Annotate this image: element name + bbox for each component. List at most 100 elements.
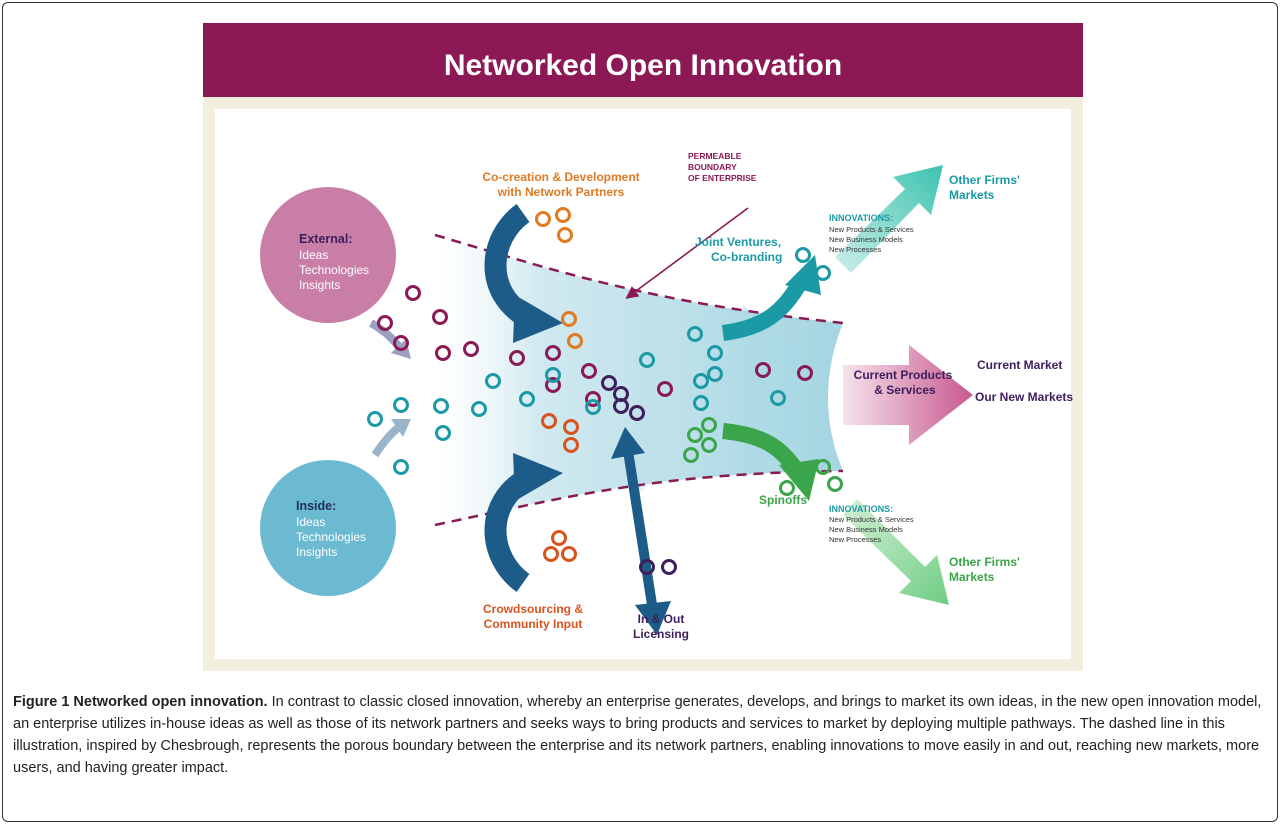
other-markets-bottom-line2: Markets [949,570,995,584]
idea-ring [815,265,831,281]
inside-circle [260,460,396,596]
permeable-boundary-bottom [434,469,844,527]
idea-ring [613,386,629,402]
funnel-inner-chevron [633,285,703,498]
innovations-top-line1: New Products & Services [829,225,914,234]
innovations-bottom-line1: New Products & Services [829,515,914,524]
idea-ring [707,366,723,382]
idea-ring [393,335,409,351]
idea-ring [367,411,383,427]
other-markets-top-arrow [835,165,943,273]
boundary-label-line2: BOUNDARY [688,162,737,172]
innovations-top-line3: New Processes [829,245,881,254]
idea-ring [797,365,813,381]
idea-ring [585,391,601,407]
idea-rings [367,207,843,575]
crowdsourcing-arrowhead [513,453,563,501]
idea-ring [563,437,579,453]
innovation-diagram: Networked Open Innovation External: Idea… [203,23,1083,671]
idea-ring [701,437,717,453]
idea-ring [815,459,831,475]
figure-caption: Figure 1 Networked open innovation. In c… [13,691,1275,779]
joint-venture-arrowhead [785,255,821,295]
caption-body: In contrast to classic closed innovation… [13,694,1262,776]
idea-ring [543,546,559,562]
licensing-arrowhead-down [635,601,671,635]
new-markets-label: Our New Markets [975,390,1073,404]
joint-ventures-label-line2: Co-branding [711,250,782,264]
other-markets-bottom-arrow [843,499,949,605]
idea-ring [693,373,709,389]
idea-ring [393,459,409,475]
idea-ring [683,447,699,463]
innovations-bottom-line3: New Processes [829,535,881,544]
external-line-technologies: Technologies [299,263,369,277]
idea-ring [639,559,655,575]
licensing-arrowhead-up [611,427,645,459]
idea-ring [435,425,451,441]
external-line-ideas: Ideas [299,248,328,262]
idea-ring [545,367,561,383]
inside-input-arrow [371,423,402,458]
caption-title: Figure 1 Networked open innovation. [13,694,268,710]
idea-ring [601,375,617,391]
idea-ring [535,211,551,227]
idea-ring [541,413,557,429]
idea-ring [661,559,677,575]
other-markets-top-line2: Markets [949,188,995,202]
spinoffs-label: Spinoffs [759,493,807,507]
idea-ring [629,405,645,421]
idea-ring [585,399,601,415]
title-banner [203,23,1083,97]
idea-ring [779,480,795,496]
innovations-top-line2: New Business Models [829,235,903,244]
idea-ring [509,350,525,366]
idea-ring [770,390,786,406]
idea-ring [433,398,449,414]
crowdsourcing-label-line2: Community Input [484,617,583,631]
idea-ring [432,309,448,325]
idea-ring [405,285,421,301]
boundary-label-line1: PERMEABLE [688,151,742,161]
innovations-bottom-heading: INNOVATIONS: [829,504,893,514]
current-products-line1: Current Products [854,368,953,382]
idea-ring [551,530,567,546]
idea-ring [567,333,583,349]
inside-heading: Inside: [296,499,336,513]
idea-ring [519,391,535,407]
idea-ring [555,207,571,223]
joint-ventures-label-line1: Joint Ventures, [695,235,781,249]
current-products-line2: & Services [874,383,936,397]
idea-ring [557,227,573,243]
idea-ring [471,401,487,417]
idea-ring [701,417,717,433]
idea-ring [393,397,409,413]
inside-input-arrowhead [391,419,411,437]
idea-ring [377,315,393,331]
idea-ring [561,546,577,562]
cocreation-arrowhead [513,295,563,343]
other-markets-bottom-line1: Other Firms' [949,555,1020,569]
idea-ring [693,395,709,411]
inside-line-ideas: Ideas [296,515,325,529]
external-line-insights: Insights [299,278,340,292]
idea-ring [485,373,501,389]
external-heading: External: [299,232,353,246]
idea-ring [755,362,771,378]
idea-ring [639,352,655,368]
current-market-arrow [843,345,973,445]
crowdsourcing-label-line1: Crowdsourcing & [483,602,583,616]
current-market-label: Current Market [977,358,1062,372]
external-circle [260,187,396,323]
other-markets-top-line1: Other Firms' [949,173,1020,187]
inside-line-technologies: Technologies [296,530,366,544]
idea-ring [581,363,597,379]
licensing-label-line2: Licensing [633,627,689,641]
idea-ring [707,345,723,361]
idea-ring [827,476,843,492]
idea-ring [687,326,703,342]
boundary-label-line3: OF ENTERPRISE [688,173,757,183]
cocreation-label-line2: with Network Partners [497,185,625,199]
boundary-pointer-arrow [625,207,749,299]
